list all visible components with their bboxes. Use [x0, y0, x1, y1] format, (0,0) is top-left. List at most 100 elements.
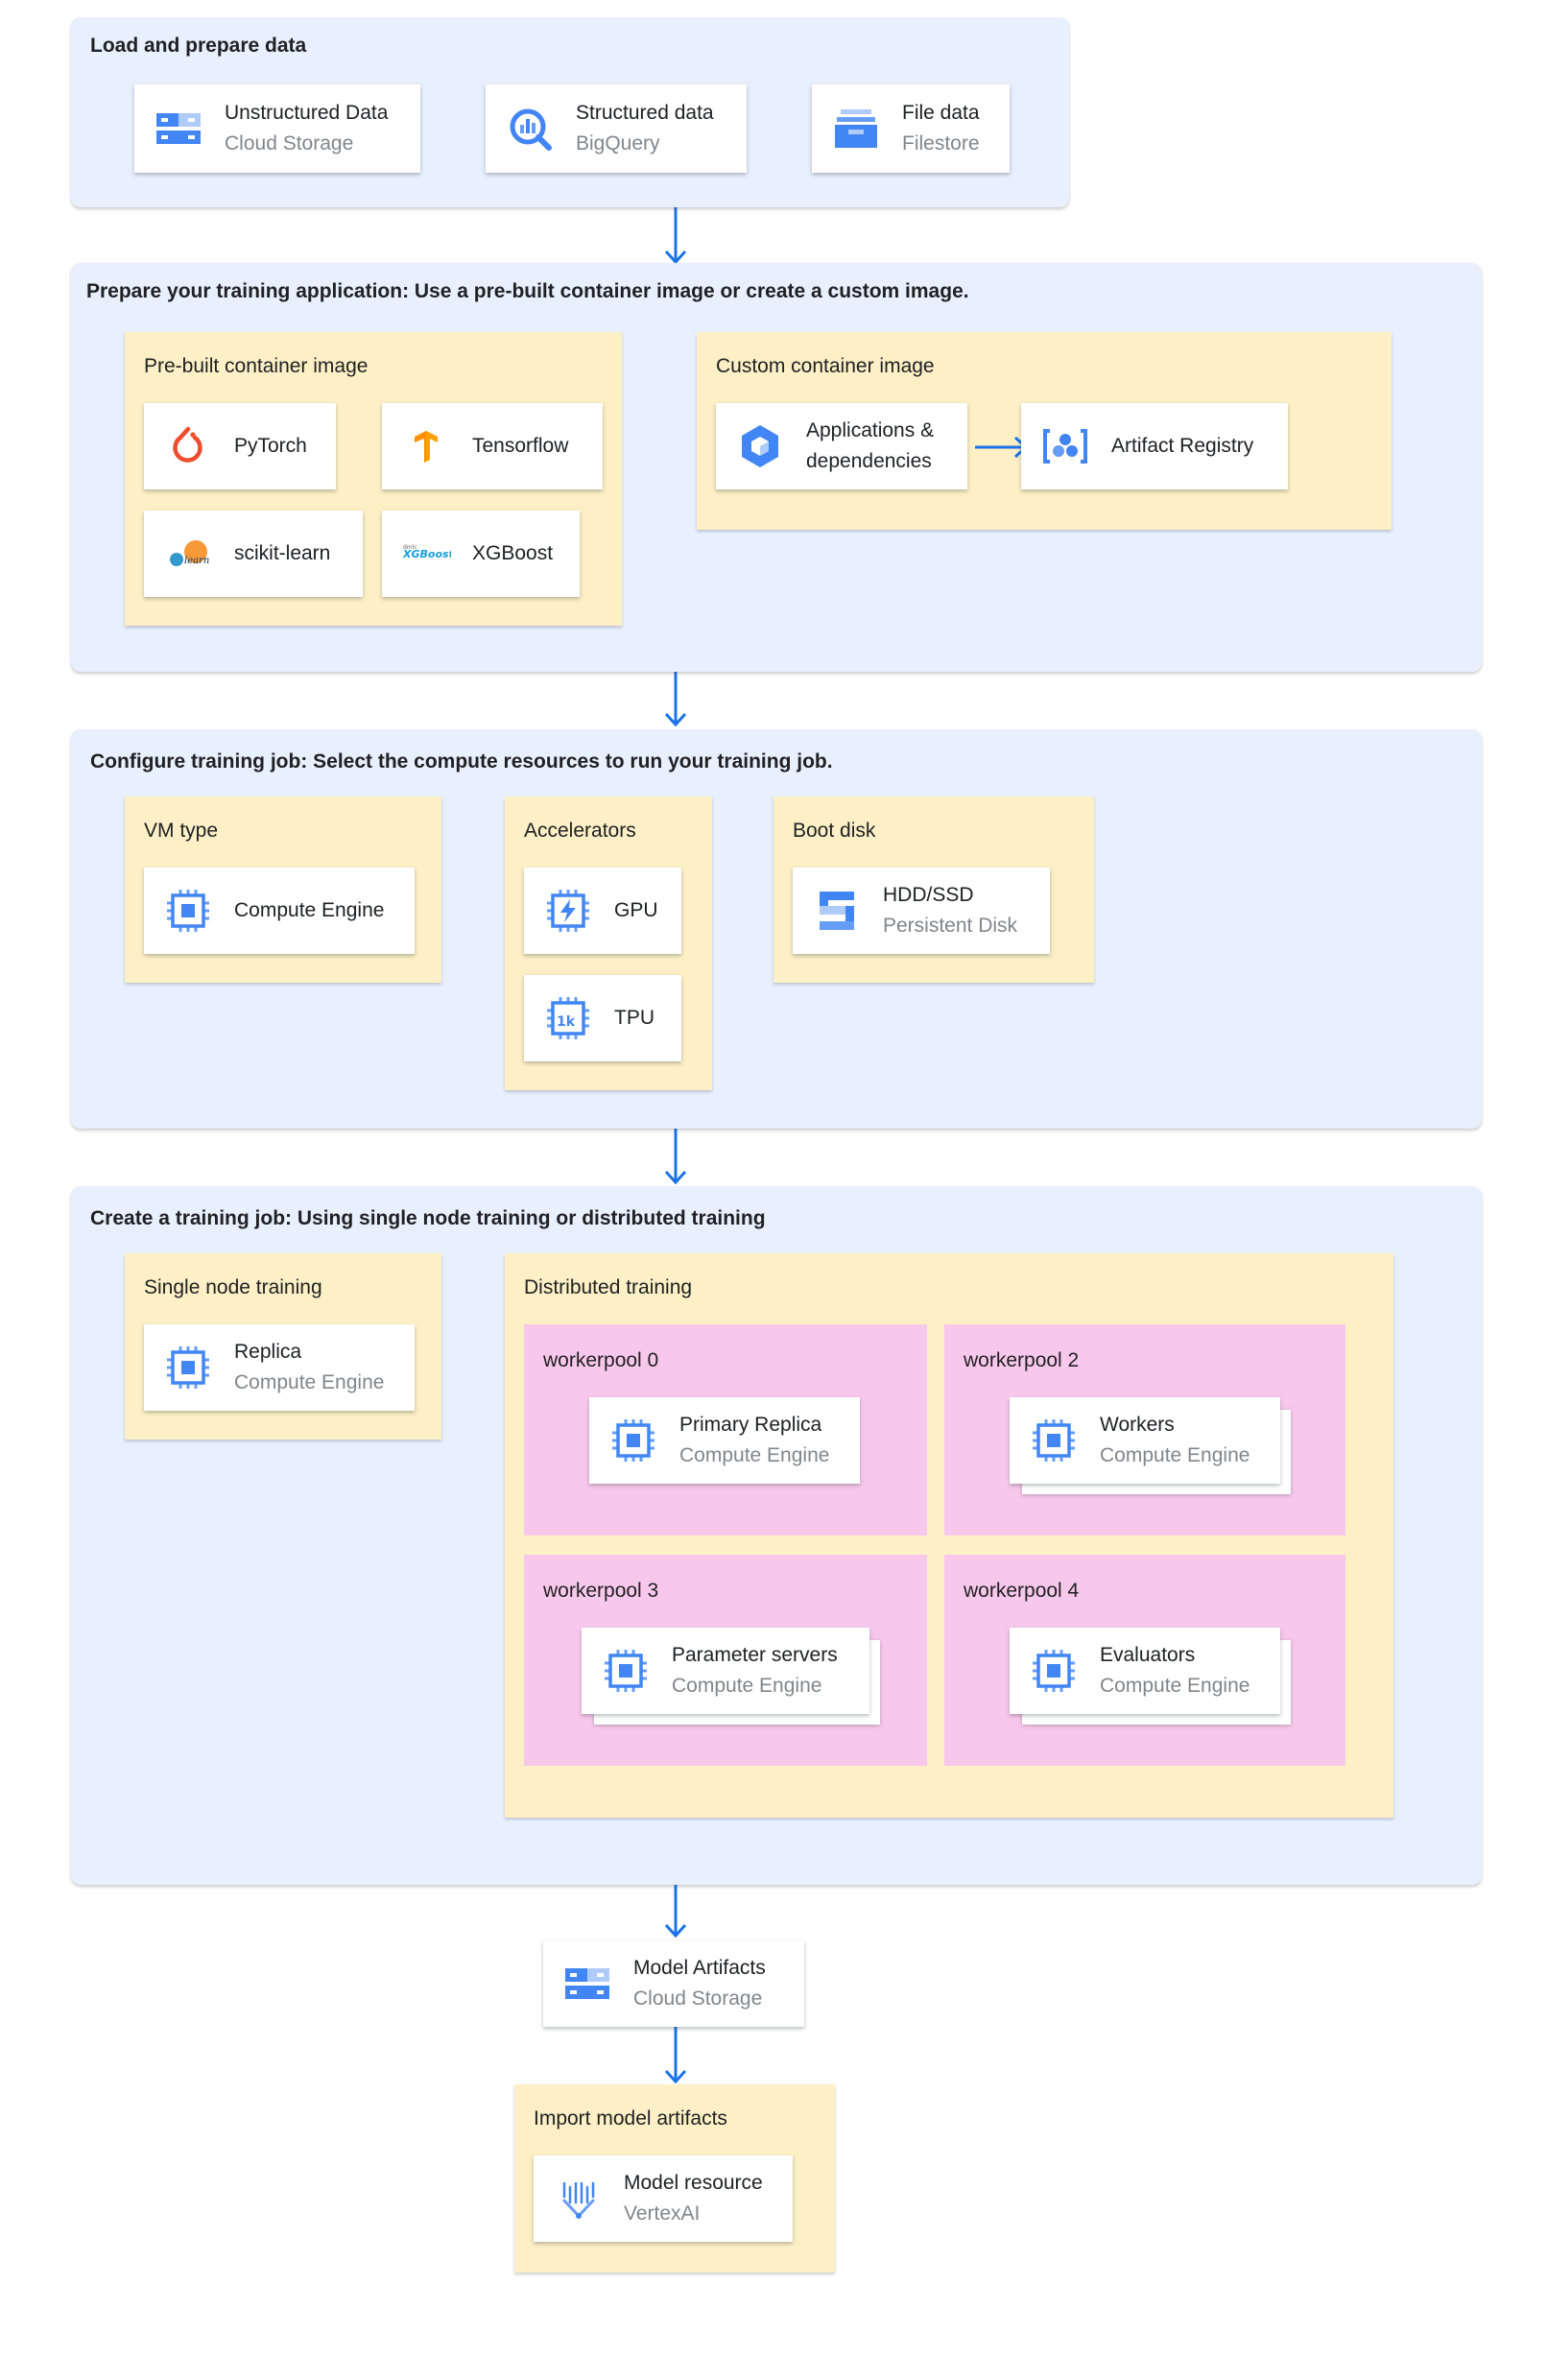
container-icon [735, 421, 785, 471]
parameter-servers-service: Compute Engine [672, 1675, 822, 1697]
tpu-label: TPU [614, 1007, 654, 1029]
applications-line2: dependencies [806, 450, 932, 472]
compute-engine-icon [608, 1416, 658, 1465]
workers-label: Workers [1100, 1414, 1175, 1436]
file-data-label: File data [902, 102, 980, 124]
vm-type-title: VM type [144, 820, 219, 842]
svg-text:dmlc: dmlc [403, 544, 417, 551]
compute-engine-icon [163, 886, 213, 936]
pytorch-label: PyTorch [234, 435, 307, 457]
replica-service: Compute Engine [234, 1371, 385, 1393]
tensorflow-label: Tensorflow [472, 435, 569, 457]
gpu-icon [543, 886, 593, 936]
persistent-disk-service: Persistent Disk [883, 915, 1018, 937]
distributed-training-title: Distributed training [524, 1276, 693, 1298]
distributed-training-group: Distributed training workerpool 0 Primar… [505, 1253, 1393, 1818]
tensorflow-card[interactable]: Tensorflow [382, 403, 603, 489]
cloud-storage-icon [154, 104, 203, 154]
hdd-ssd-label: HDD/SSD [883, 884, 974, 906]
model-resource-label: Model resource [624, 2172, 763, 2194]
primary-replica-service: Compute Engine [679, 1444, 830, 1466]
arrow-create-to-artifacts [664, 1881, 687, 1939]
bigquery-icon [505, 104, 555, 154]
workerpool-0-title: workerpool 0 [543, 1349, 659, 1371]
cloud-storage-icon [562, 1959, 612, 2009]
filestore-icon [831, 104, 881, 154]
boot-disk-title: Boot disk [793, 820, 876, 842]
structured-data-label: Structured data [576, 102, 714, 124]
pytorch-card[interactable]: PyTorch [144, 403, 336, 489]
unstructured-data-service: Cloud Storage [225, 132, 354, 155]
tpu-icon: 1k [543, 993, 593, 1043]
prebuilt-container-title: Pre-built container image [144, 355, 369, 377]
tpu-card[interactable]: 1k TPU [524, 975, 681, 1061]
custom-container-group: Custom container image Applications & dep… [697, 332, 1392, 530]
evaluators-service: Compute Engine [1100, 1675, 1250, 1697]
compute-engine-icon [601, 1646, 651, 1696]
svg-text:1k: 1k [557, 1014, 576, 1030]
gpu-card[interactable]: GPU [524, 868, 681, 954]
scikit-learn-icon: learn [163, 529, 213, 579]
boot-disk-group: Boot disk HDD/SSD Persistent Disk [774, 797, 1094, 983]
compute-engine-icon [1029, 1646, 1079, 1696]
workerpool-3-title: workerpool 3 [543, 1580, 659, 1602]
model-artifacts-service: Cloud Storage [633, 1987, 763, 2010]
compute-engine-icon [1029, 1416, 1079, 1465]
compute-engine-label: Compute Engine [234, 899, 385, 921]
unstructured-data-label: Unstructured Data [225, 102, 389, 124]
artifact-registry-card[interactable]: Artifact Registry [1021, 403, 1288, 489]
persistent-disk-card[interactable]: HDD/SSD Persistent Disk [793, 868, 1050, 954]
evaluators-label: Evaluators [1100, 1644, 1196, 1666]
artifact-registry-label: Artifact Registry [1111, 435, 1254, 457]
single-node-title: Single node training [144, 1276, 322, 1298]
prepare-application-panel: Prepare your training application: Use a… [71, 263, 1482, 672]
import-artifacts-title: Import model artifacts [534, 2107, 727, 2130]
svg-text:XGBoost: XGBoost [402, 548, 451, 560]
parameter-servers-label: Parameter servers [672, 1644, 838, 1666]
accelerators-title: Accelerators [524, 820, 636, 842]
custom-container-title: Custom container image [716, 355, 935, 377]
primary-replica-label: Primary Replica [679, 1414, 822, 1436]
configure-job-title: Configure training job: Select the compu… [90, 750, 833, 773]
structured-data-service: BigQuery [576, 132, 660, 155]
configure-job-panel: Configure training job: Select the compu… [71, 729, 1482, 1129]
persistent-disk-icon [812, 886, 862, 936]
compute-engine-icon [163, 1343, 213, 1392]
scikit-learn-card[interactable]: learn scikit-learn [144, 511, 363, 597]
workerpool-2-title: workerpool 2 [964, 1349, 1080, 1371]
file-data-service: Filestore [902, 132, 980, 155]
vertex-ai-icon [553, 2174, 603, 2224]
scikit-learn-label: scikit-learn [234, 542, 331, 564]
vm-type-group: VM type Compute Engine [125, 797, 441, 983]
model-resource-service: VertexAI [624, 2202, 701, 2225]
applications-line1: Applications & [806, 419, 935, 441]
prebuilt-container-group: Pre-built container image PyTorch Tensor… [125, 332, 622, 626]
arrow-artifacts-to-import [664, 2025, 687, 2084]
arrow-load-to-prepare [664, 203, 687, 265]
workers-service: Compute Engine [1100, 1444, 1250, 1466]
model-artifacts-label: Model Artifacts [633, 1957, 766, 1979]
applications-card[interactable]: Applications & dependencies [716, 403, 967, 489]
create-job-title: Create a training job: Using single node… [90, 1207, 766, 1229]
load-data-title: Load and prepare data [90, 35, 307, 57]
create-job-panel: Create a training job: Using single node… [71, 1186, 1482, 1885]
replica-label: Replica [234, 1341, 302, 1363]
pytorch-icon [163, 421, 213, 471]
compute-engine-card[interactable]: Compute Engine [144, 868, 415, 954]
